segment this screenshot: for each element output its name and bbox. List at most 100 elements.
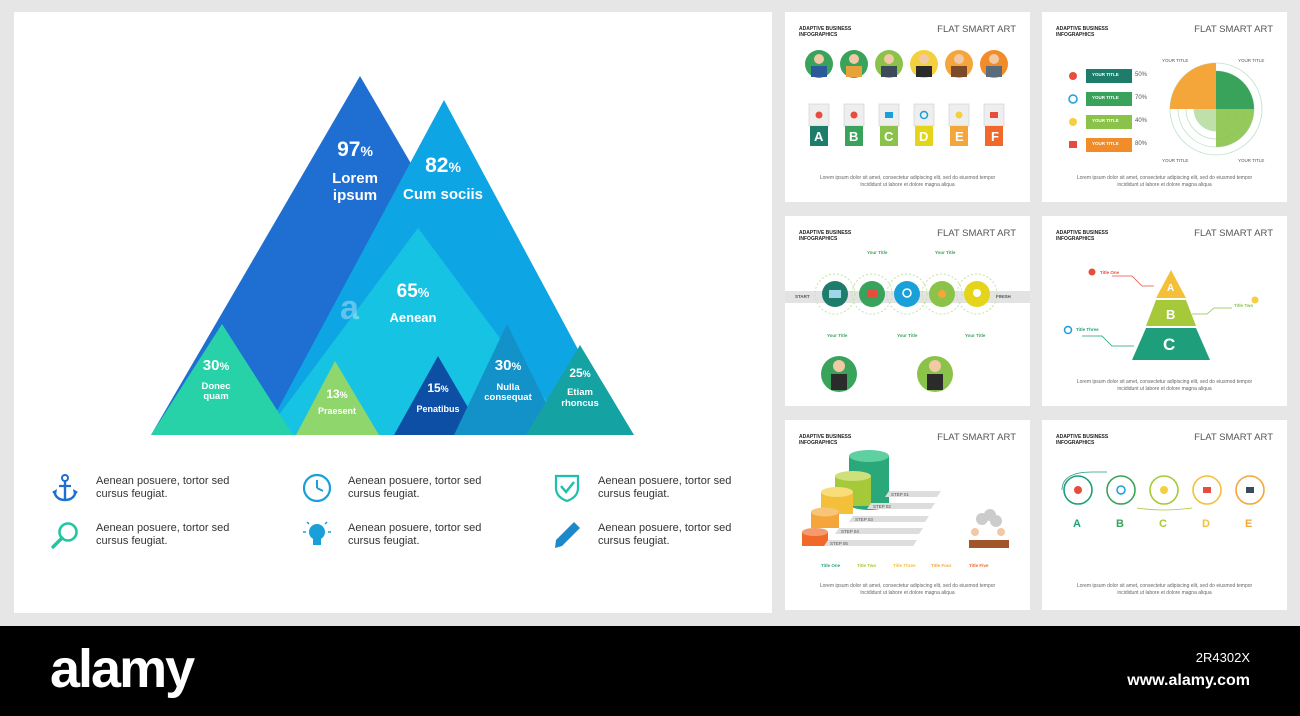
radial-corner-label: YOUR TITLE xyxy=(1162,158,1189,163)
peak-label-etiam-rhoncus: 25% Etiam rhoncus xyxy=(547,366,613,409)
peak-pct: 15 xyxy=(427,381,441,395)
feature-line: Aenean posuere, tortor sed xyxy=(96,475,230,488)
peak-text: Cum sociis xyxy=(402,186,484,204)
tag-letter: C xyxy=(884,129,894,144)
circle-letter: C xyxy=(1159,518,1167,530)
feature-line: Aenean posuere, tortor sed xyxy=(348,522,482,535)
radial-corner-label: YOUR TITLE xyxy=(1238,58,1265,63)
step-title: Your Title xyxy=(827,333,848,338)
peak-text: Lorem xyxy=(332,170,378,188)
step-title: Title Three xyxy=(893,563,916,568)
feature-line: cursus feugiat. xyxy=(348,488,420,500)
peak-pct: 65 xyxy=(396,281,418,302)
footer-bar xyxy=(0,626,1300,716)
peak-praesent xyxy=(296,361,379,435)
step-label: STEP 03 xyxy=(855,517,873,522)
slide-footer-text: Lorem ipsum dolor sit amet, consectetur … xyxy=(1076,379,1253,392)
circle-letter: E xyxy=(1245,518,1253,530)
radial-item-title: YOUR TITLE xyxy=(1092,95,1119,100)
process-graphic xyxy=(785,273,1030,392)
peak-text: Etiam xyxy=(567,387,593,399)
peak-text: Penatibus xyxy=(416,404,460,415)
shield-icon xyxy=(550,471,584,505)
step-title: Your Title xyxy=(965,333,986,338)
tag-letter: B xyxy=(849,129,859,144)
percent-sign: % xyxy=(360,143,373,159)
step-title: Title One xyxy=(821,563,841,568)
radial-item-title: YOUR TITLE xyxy=(1092,141,1119,146)
radial-item-pct: 50% xyxy=(1135,72,1148,78)
percent-sign: % xyxy=(440,384,449,394)
peak-text: ipsum xyxy=(332,186,378,204)
peak-pct: 13 xyxy=(326,387,340,401)
tag-letter: A xyxy=(814,129,824,144)
peak-donec-quam xyxy=(151,324,293,435)
peak-text: Nulla xyxy=(496,381,520,393)
step-title: Your Title xyxy=(897,333,918,338)
slide-title: FLAT SMART ART xyxy=(1194,228,1273,239)
tag-letter: E xyxy=(955,129,964,144)
slide-footer-text: Lorem ipsum dolor sit amet, consectetur … xyxy=(819,175,996,188)
magnifier-icon xyxy=(48,518,82,552)
slide-title: FLAT SMART ART xyxy=(937,432,1016,443)
peak-label-nulla-consequat: 30% Nulla consequat xyxy=(472,357,544,403)
tag-letter: D xyxy=(919,129,929,144)
circle-letter: A xyxy=(1073,518,1081,530)
radial-item-pct: 70% xyxy=(1135,95,1148,101)
peak-pct: 30 xyxy=(202,357,220,374)
circle-letter: B xyxy=(1116,518,1124,530)
pyramid-letter: B xyxy=(1166,307,1176,322)
peak-pct: 97 xyxy=(337,138,361,161)
letter-tags xyxy=(808,103,1005,146)
feature-line: Aenean posuere, tortor sed xyxy=(598,475,732,488)
radial-corner-label: YOUR TITLE xyxy=(1238,158,1265,163)
step-title: Title Two xyxy=(857,563,877,568)
pyramid-label: Title Three xyxy=(1076,327,1099,332)
radial-graphic xyxy=(1068,62,1263,156)
peak-label-donec-quam: 30% Donec quam xyxy=(181,357,251,402)
radial-item-title: YOUR TITLE xyxy=(1092,72,1119,77)
step-label: STEP 02 xyxy=(873,504,891,509)
peak-label-praesent: 13% Praesent xyxy=(306,387,368,417)
feature-line: Aenean posuere, tortor sed xyxy=(348,475,482,488)
slide-footer-text: Lorem ipsum dolor sit amet, consectetur … xyxy=(1076,583,1253,596)
peak-text: rhoncus xyxy=(561,397,599,409)
image-id: 2R4302X xyxy=(1195,650,1250,665)
step-label: STEP 05 xyxy=(830,541,848,546)
peak-penatibus xyxy=(394,356,484,435)
slide-footer-text: Lorem ipsum dolor sit amet, consectetur … xyxy=(819,583,996,596)
peak-label-lorem-ipsum: 97% Lorem ipsum xyxy=(300,138,410,204)
alamy-url[interactable]: www.alamy.com xyxy=(1127,672,1250,689)
radial-item-title: YOUR TITLE xyxy=(1092,118,1119,123)
feature-line: cursus feugiat. xyxy=(598,488,670,500)
lightbulb-icon xyxy=(300,518,334,552)
pyramid-letter: A xyxy=(1167,283,1175,294)
step-label: STEP 01 xyxy=(891,492,909,497)
peak-text: consequat xyxy=(484,391,532,403)
feature-line: Aenean posuere, tortor sed xyxy=(96,522,230,535)
watermark-letter: a xyxy=(340,289,360,327)
step-title: Title Four xyxy=(931,563,952,568)
start-label: START xyxy=(795,294,810,299)
radial-item-pct: 40% xyxy=(1135,118,1148,124)
pyramid-label: Title One xyxy=(1100,270,1120,275)
